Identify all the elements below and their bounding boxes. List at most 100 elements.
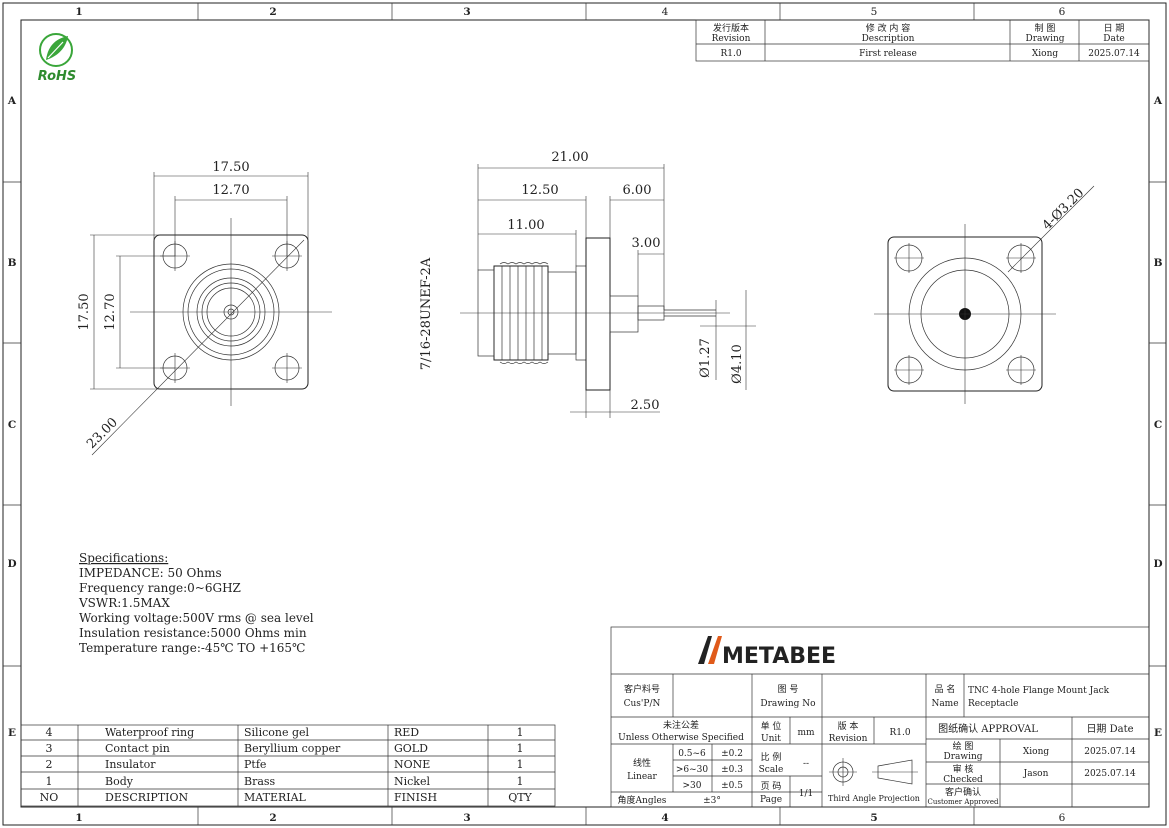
col-label-6b: 6 [1059,812,1066,824]
name-value-2: Receptacle [968,699,1018,709]
dim-side-body: 12.50 [521,183,558,198]
spec-line: Insulation resistance:5000 Ohms min [79,626,307,640]
row-label-c: C [8,419,16,431]
rohs-text: RoHS [38,69,77,84]
angles-label: 角度Angles [618,794,667,806]
bom-finish: Nickel [394,775,430,788]
date-value: 2025.07.14 [1088,49,1140,59]
unit-value: mm [797,728,815,738]
bom-no: 4 [46,726,53,739]
unit-cn: 单 位 [761,720,782,732]
spec-line: Frequency range:0~6GHZ [79,581,241,595]
checked-who: Jason [1023,769,1049,779]
drawing-who: Xiong [1023,747,1050,757]
col-label-3: 3 [463,6,470,18]
rear-view: 4-Ø3.20 [874,186,1095,404]
row-label-b-r: B [1154,257,1163,269]
linear-en: Linear [627,772,657,782]
dim-side-pin-tip: 3.00 [632,236,661,251]
projection-label: Third Angle Projection [828,794,920,803]
bom-no: 2 [46,758,53,771]
name-en: Name [931,699,958,709]
tolerance-en: Unless Otherwise Specified [618,733,744,743]
rohs-logo: RoHS [38,33,77,84]
bom-qty: 1 [517,726,524,739]
desc-header-cn: 修 改 内 容 [866,22,911,34]
bom-no: 1 [46,775,53,788]
bom-qty: 1 [517,758,524,771]
checked-en: Checked [943,775,983,785]
col-label-5: 5 [871,6,878,18]
checked-cn: 审 核 [953,763,974,775]
rev-header-cn: 发行版本 [713,22,749,34]
revision-table: 发行版本 Revision 修 改 内 容 Description 制 图 Dr… [695,19,1150,62]
tolerance-cn: 未注公差 [663,719,699,731]
cus-pn-cn: 客户料号 [624,683,660,695]
bom-desc: Contact pin [105,742,170,755]
bom-desc: Waterproof ring [105,726,194,739]
angles-value: ±3° [703,796,721,806]
title-block: METABEE 客户料号 Cus'P/N 图 号 Drawing No 品 名 … [610,626,1150,808]
col-label-2: 2 [269,6,276,18]
drawing-en: Drawing [943,752,982,762]
bom-header-material: MATERIAL [244,791,307,804]
version-value: R1.0 [889,728,910,738]
scale-en: Scale [759,765,784,775]
page-value: 1/1 [799,789,813,799]
linear-tol: ±0.5 [721,781,743,791]
specifications: Specifications: IMPEDANCE: 50 Ohms Frequ… [78,551,314,655]
bom-finish: GOLD [394,742,428,755]
metabee-logo: METABEE [698,636,836,669]
bom-desc: Body [105,775,134,788]
spec-line: VSWR:1.5MAX [78,596,170,610]
approval-date-label: 日期 Date [1086,723,1133,735]
desc-value: First release [859,49,917,59]
dim-side-flange: 2.50 [631,398,660,413]
row-label-d: D [7,558,16,570]
side-view: 21.00 12.50 6.00 11.00 3.00 2.50 Ø1.27 Ø… [419,150,756,418]
inner-border [20,19,1150,808]
name-value-1: TNC 4-hole Flange Mount Jack [968,686,1110,696]
drawing-no-cn: 图 号 [778,684,799,695]
drawing-date: 2025.07.14 [1084,747,1136,757]
col-label-4: 4 [662,6,669,18]
linear-range: >6~30 [676,765,709,775]
page-cn: 页 码 [761,781,782,792]
row-label-d-r: D [1153,558,1162,570]
col-label-3b: 3 [463,812,470,824]
row-label-a: A [7,95,17,107]
customer-cn: 客户确认 [945,786,981,798]
dim-side-thread: 11.00 [507,218,544,233]
linear-range: >30 [683,781,702,791]
bom-material: Silicone gel [244,726,310,739]
bom-material: Brass [244,775,276,788]
bom-header-no: NO [40,791,59,804]
bom-qty: 1 [517,742,524,755]
linear-range: 0.5~6 [678,749,706,759]
logo-text: METABEE [722,644,836,669]
dim-front-overall: 17.50 [212,160,249,175]
bom-header-qty: QTY [508,791,532,804]
bom-finish: NONE [394,758,430,771]
linear-tol: ±0.3 [721,765,743,775]
drawing-value: Xiong [1032,49,1059,59]
row-label-b: B [8,257,17,269]
bom-finish: RED [394,726,419,739]
dim-diagonal: 23.00 [84,415,121,452]
scale-cn: 比 例 [761,751,782,763]
bom-material: Ptfe [244,758,266,771]
projection-symbol-icon [829,758,918,786]
drawing-header-cn: 制 图 [1035,22,1056,34]
dim-side-pin: 6.00 [623,183,652,198]
linear-cn: 线性 [633,757,651,769]
rev-value: R1.0 [720,49,741,59]
spec-title: Specifications: [79,551,168,565]
name-cn: 品 名 [935,683,956,695]
dim-front-holes: 12.70 [212,183,249,198]
front-view: 17.50 12.70 17.50 12.70 23.00 [77,160,332,456]
row-label-e: E [8,727,16,739]
col-label-6: 6 [1059,6,1066,18]
date-header-en: Date [1103,34,1125,44]
